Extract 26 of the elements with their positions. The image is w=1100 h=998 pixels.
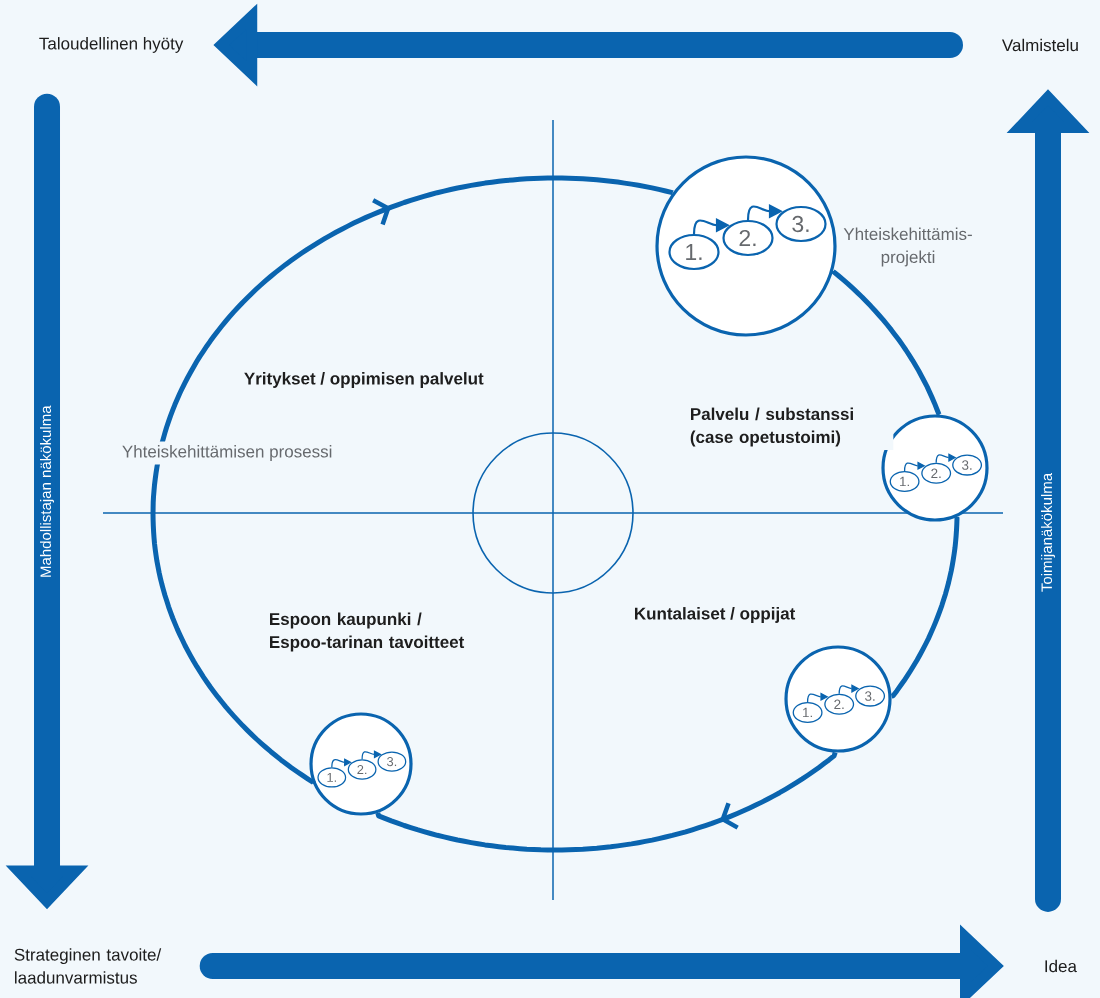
step-oval: 1. <box>317 767 347 788</box>
step-oval: 3. <box>377 751 407 772</box>
step-oval: 3. <box>855 685 886 707</box>
quadrant-label: Palvelu / substanssi (case opetustoimi) <box>686 404 894 450</box>
step-oval: 3. <box>775 205 827 243</box>
circle-caption: Yhteiskehittämis-projekti <box>843 227 972 267</box>
step-oval: 1. <box>792 701 823 724</box>
step-oval: 3. <box>952 454 983 476</box>
step-oval: 2. <box>824 693 855 715</box>
step-arrow <box>331 758 352 768</box>
quadrant-label: Espoon kaupunki / Espoo-tarinan tavoitteet <box>265 609 478 655</box>
quadrant-label: Kuntalaiset / oppijat <box>630 603 799 627</box>
step-oval: 2. <box>347 759 377 780</box>
axis-label: Taloudellinen hyöty <box>39 37 184 53</box>
axis-label: Strateginen tavoite/ laadunvarmistus <box>14 948 162 984</box>
arrow-label: Mahdollistajan näkökulma <box>38 403 56 580</box>
step-oval: 1. <box>889 470 920 493</box>
axis-label: Valmistelu <box>1001 38 1078 52</box>
quadrant-label: Yritykset / oppimisen palvelut <box>240 368 488 392</box>
axis-label: Idea <box>1045 959 1077 973</box>
step-oval: 1. <box>668 233 720 271</box>
arrow-label: Toimijanäkökulma <box>1039 471 1057 594</box>
process-label: Yhteiskehittämisen prosessi <box>118 441 336 465</box>
center-circle <box>472 432 634 594</box>
step-oval: 2. <box>921 462 952 484</box>
step-oval: 2. <box>722 219 774 257</box>
